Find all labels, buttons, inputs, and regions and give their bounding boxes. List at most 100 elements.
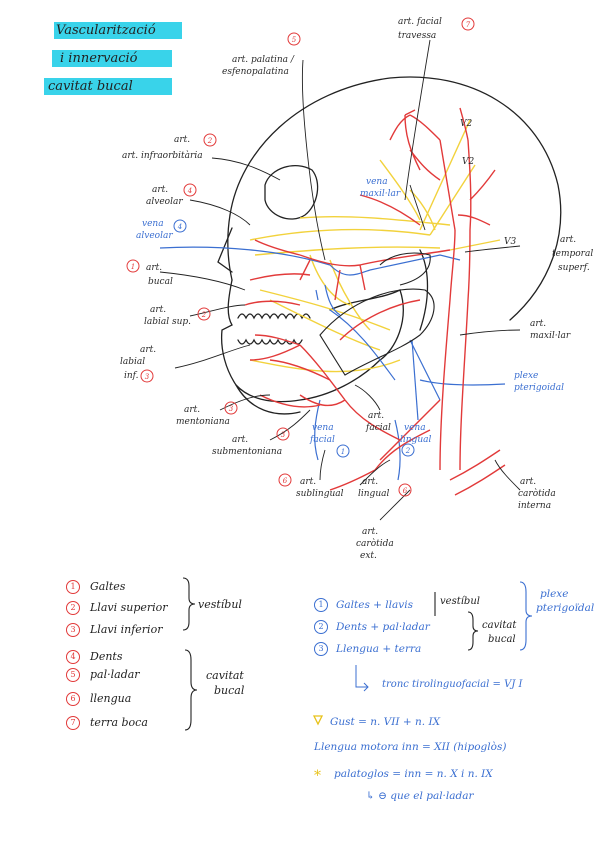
legend-red-item-5: 5 pal·ladar	[66, 668, 140, 682]
tongue-outline	[319, 252, 435, 376]
label-art-labial-inf-3: inf.	[124, 371, 139, 381]
label-art-carotida-int: art.	[520, 477, 536, 487]
legend-red-num: 4	[66, 650, 80, 664]
marker-6b: 6	[403, 487, 408, 495]
label-art-facial-trav: art. facial	[398, 17, 442, 27]
label-art-labial-sup-2: labial sup.	[144, 317, 191, 327]
skull-outline	[217, 76, 562, 415]
marker-2: 2	[207, 137, 213, 145]
label-art-sublingual-2: sublingual	[296, 489, 344, 499]
legend-blue-item-2: 2 Dents + pal·ladar	[314, 620, 430, 634]
label-vena-maxillar: vena	[366, 177, 388, 187]
label-vena-lingual: vena	[404, 423, 426, 433]
marker-5: 5	[292, 36, 297, 44]
legend-blue-num: 3	[314, 642, 328, 656]
diagram-labels-vein: vena alveolar vena maxil·lar plexe pteri…	[136, 177, 564, 445]
label-art-palatina-2: esfenopalatina	[222, 67, 289, 77]
legend-blue-tronc: tronc tirolinguofacial = VJ I	[382, 679, 523, 690]
legend-red-num: 1	[66, 580, 80, 594]
legend-red-num: 2	[66, 601, 80, 615]
label-art-temporal-3: superf.	[558, 263, 590, 273]
marker-4: 4	[187, 187, 192, 195]
legend-blue-vestibul: vestíbul	[440, 596, 480, 607]
marker-2b: 2	[201, 311, 207, 319]
marker-6: 6	[283, 477, 288, 485]
note-markers: *	[312, 715, 324, 784]
marker-b1: 1	[341, 448, 345, 456]
label-vena-facial: vena	[312, 423, 334, 433]
legend-red-group-vestibul: vestíbul	[198, 598, 242, 611]
note-gust: Gust = n. VII + n. IX	[330, 716, 441, 728]
legend-red-item-4: 4 Dents	[66, 650, 122, 664]
label-v2-a: V2	[460, 119, 472, 129]
label-v2-b: V2	[462, 157, 474, 167]
label-art-submentoniana: art.	[232, 435, 248, 445]
legend-red-text: pal·ladar	[90, 668, 140, 681]
label-art-labial-inf-2: labial	[120, 357, 145, 367]
svg-text:*: *	[314, 768, 321, 784]
legend-red-text: Galtes	[90, 580, 126, 593]
legend-blue-item-3: 3 Llengua + terra	[314, 642, 421, 656]
note-palatoglos: palatoglos = inn = n. X i n. IX	[334, 768, 493, 780]
leader-lines	[159, 39, 521, 521]
legend-blue-cavitat-a: cavitat	[482, 620, 517, 631]
label-art-facial-2: facial	[365, 423, 391, 433]
title-line-3: cavitat bucal	[48, 79, 133, 94]
marker-digits: 5 7 2 4 1 2 3 3 3 6 6 4 1 2	[131, 21, 471, 495]
marker-3: 3	[145, 373, 150, 381]
label-art-lingual-2: lingual	[358, 489, 389, 499]
label-art-infraorbitaria: art. infraorbitària	[122, 150, 203, 161]
marker-3b: 3	[229, 405, 234, 413]
label-art-carotida-int-3: interna	[518, 501, 551, 511]
label-art-alveolar-2: alveolar	[146, 197, 183, 207]
legend-blue-num: 2	[314, 620, 328, 634]
title-line-1: Vascularització	[56, 23, 156, 38]
label-art-alveolar: art.	[152, 185, 168, 195]
label-vena-alveolar: vena	[142, 219, 164, 229]
legend-red-num: 5	[66, 668, 80, 682]
label-art-temporal: art.	[560, 235, 576, 245]
title-highlight-3	[44, 78, 172, 95]
marker-b4: 4	[177, 223, 182, 231]
marker-1: 1	[131, 263, 135, 271]
vein-paths	[159, 246, 506, 481]
legend-blue-plexe-b: pterigoïdal	[536, 602, 595, 614]
legend-red-num: 7	[66, 716, 80, 730]
note-conclusion: ↳ ⊖ que el pal·ladar	[366, 790, 474, 802]
legend-blue-text: Dents + pal·ladar	[336, 621, 430, 633]
tronc-arrow	[355, 665, 369, 692]
legend-red-group-cavitat-a: cavitat	[206, 669, 244, 682]
artery-paths	[244, 107, 506, 496]
legend-red-text: llengua	[90, 692, 132, 705]
note-motora: Llengua motora inn = XII (hipoglòs)	[314, 741, 507, 753]
label-vena-facial-2: facial	[309, 435, 335, 445]
marker-3c: 3	[281, 431, 286, 439]
legend-red-num: 3	[66, 623, 80, 637]
label-art-bucal-2: bucal	[148, 277, 173, 287]
label-v3: V3	[504, 237, 516, 247]
label-art-carotida-ext-2: caròtida	[356, 538, 394, 549]
legend-red-text: Llavi superior	[90, 601, 168, 614]
legend-blue-text: Galtes + llavis	[336, 599, 413, 611]
label-art-sublingual: art.	[300, 477, 316, 487]
label-art-submentoniana-2: submentoniana	[212, 447, 282, 457]
diagram-number-markers	[126, 17, 475, 497]
legend-red-num: 6	[66, 692, 80, 706]
label-vena-alveolar-2: alveolar	[136, 231, 173, 241]
legend-red-text: Dents	[90, 650, 123, 663]
label-vena-lingual-2: lingual	[400, 435, 431, 445]
label-art-carotida-int-2: caròtida	[518, 488, 556, 499]
marker-b2: 2	[405, 447, 411, 455]
label-art-maxillar-2: maxil·lar	[530, 331, 571, 341]
label-vena-maxillar-2: maxil·lar	[360, 189, 401, 199]
legend-blue-text: Llengua + terra	[336, 643, 422, 655]
marker-7: 7	[466, 21, 471, 29]
title-line-2: i innervació	[60, 51, 138, 66]
legend-red-item-6: 6 llengua	[66, 692, 131, 706]
label-art-lingual: art.	[362, 477, 378, 487]
diagram-labels: art. palatina / esfenopalatina art. faci…	[120, 17, 593, 561]
